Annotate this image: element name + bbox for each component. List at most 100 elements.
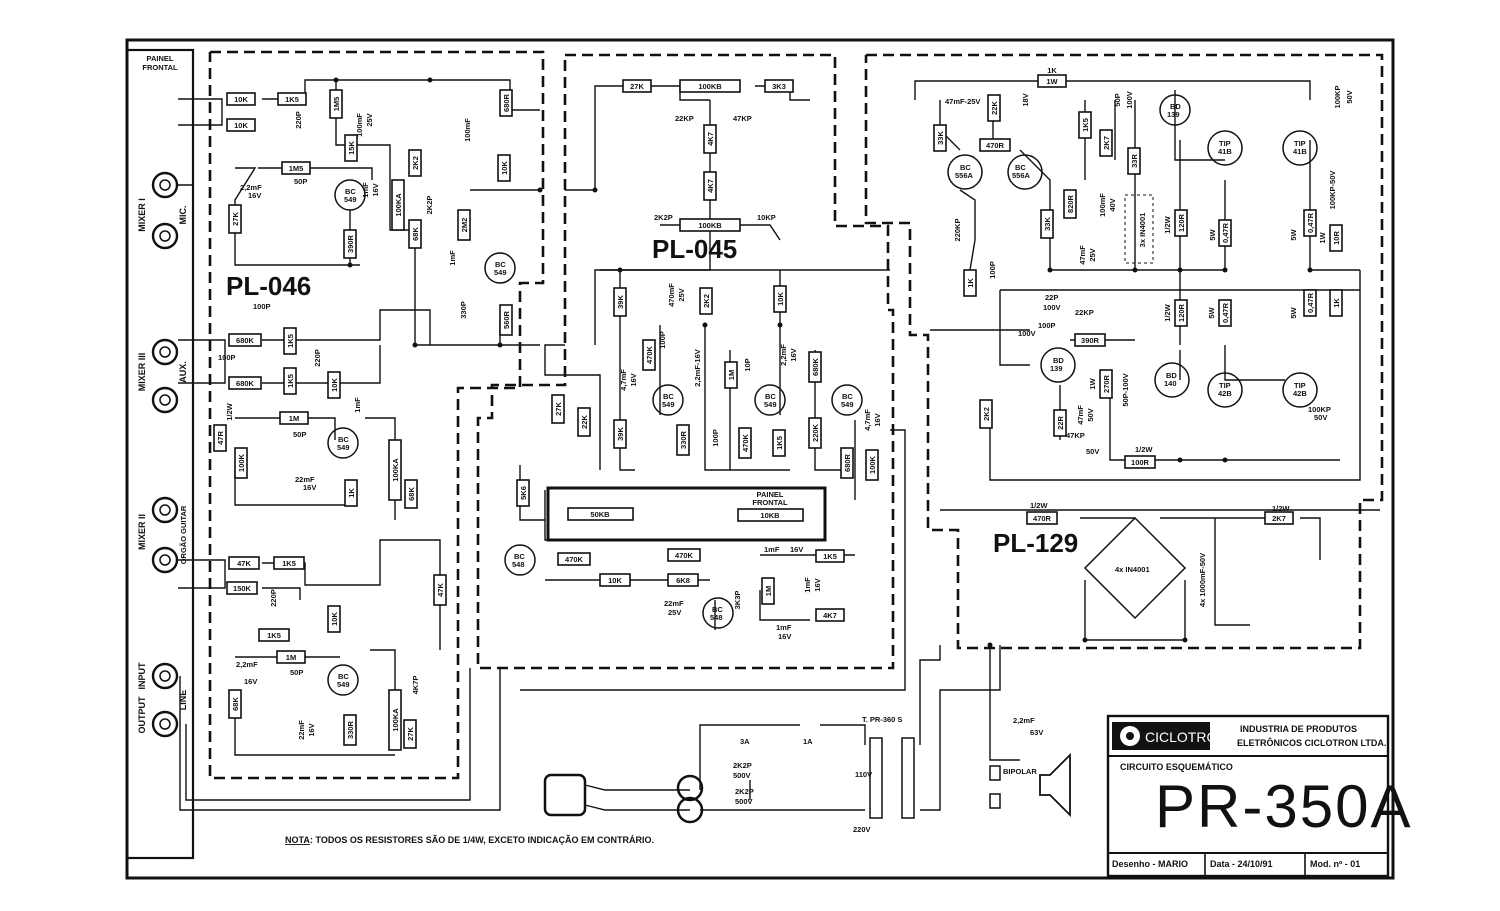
svg-text:2K2: 2K2: [982, 407, 991, 421]
svg-text:47mF-25V: 47mF-25V: [945, 97, 980, 106]
svg-text:16V: 16V: [789, 348, 798, 361]
svg-text:470K: 470K: [741, 433, 750, 452]
svg-text:BC: BC: [765, 392, 776, 401]
svg-text:16V: 16V: [307, 723, 316, 736]
svg-text:680R: 680R: [843, 453, 852, 472]
svg-text:560R: 560R: [502, 310, 511, 329]
svg-text:3A: 3A: [740, 737, 750, 746]
svg-text:42B: 42B: [1293, 389, 1307, 398]
svg-text:100P: 100P: [218, 353, 236, 362]
svg-text:BD: BD: [1053, 356, 1064, 365]
svg-text:39K: 39K: [616, 427, 625, 441]
svg-text:25V: 25V: [365, 113, 374, 126]
svg-text:5W: 5W: [1208, 228, 1217, 240]
svg-text:TIP: TIP: [1294, 139, 1306, 148]
svg-text:1K: 1K: [966, 278, 975, 288]
junction-dots: [333, 77, 1313, 648]
svg-text:1W: 1W: [1318, 231, 1327, 243]
svg-text:BC: BC: [712, 605, 723, 614]
date: Data - 24/10/91: [1210, 859, 1273, 869]
svg-text:100mF: 100mF: [1098, 193, 1107, 217]
svg-text:330R: 330R: [346, 720, 355, 739]
svg-text:50P-100V: 50P-100V: [1121, 373, 1130, 406]
svg-text:470mF: 470mF: [667, 283, 676, 307]
svg-text:139: 139: [1050, 364, 1063, 373]
svg-text:16V: 16V: [248, 191, 261, 200]
svg-text:47KP: 47KP: [733, 114, 752, 123]
svg-text:63V: 63V: [1030, 728, 1043, 737]
svg-text:5W: 5W: [1289, 228, 1298, 240]
svg-text:50P: 50P: [290, 668, 303, 677]
svg-text:BC: BC: [663, 392, 674, 401]
svg-text:1/2W: 1/2W: [1030, 501, 1048, 510]
mod-number: Mod. nº - 01: [1310, 859, 1360, 869]
svg-text:42B: 42B: [1218, 389, 1232, 398]
svg-text:100P: 100P: [711, 429, 720, 447]
svg-text:1/2W: 1/2W: [1272, 504, 1290, 513]
svg-text:10K: 10K: [776, 292, 785, 306]
pl045-outline: [476, 53, 895, 670]
svg-text:100P: 100P: [988, 261, 997, 279]
svg-text:16V: 16V: [244, 677, 257, 686]
svg-text:1K5: 1K5: [282, 559, 296, 568]
svg-text:1M5: 1M5: [332, 97, 341, 112]
svg-text:2,2mF: 2,2mF: [779, 344, 788, 366]
svg-text:2K2: 2K2: [702, 294, 711, 308]
svg-text:27K: 27K: [406, 727, 415, 741]
svg-text:16V: 16V: [790, 545, 803, 554]
svg-text:549: 549: [344, 195, 357, 204]
svg-text:10KB: 10KB: [760, 511, 780, 520]
svg-text:50V: 50V: [1314, 413, 1327, 422]
svg-text:BC: BC: [345, 187, 356, 196]
svg-text:68K: 68K: [231, 697, 240, 711]
svg-text:41B: 41B: [1218, 147, 1232, 156]
svg-text:220V: 220V: [853, 825, 871, 834]
svg-text:1K: 1K: [1332, 298, 1341, 308]
svg-text:BC: BC: [514, 552, 525, 561]
svg-text:1K: 1K: [1047, 66, 1057, 75]
svg-text:220K: 220K: [811, 423, 820, 442]
svg-text:2K2P: 2K2P: [654, 213, 673, 222]
svg-text:556A: 556A: [1012, 171, 1031, 180]
panel-label-2: FRONTAL: [142, 63, 178, 72]
svg-text:1K5: 1K5: [823, 552, 837, 561]
svg-text:1/2W: 1/2W: [1163, 215, 1172, 233]
svg-text:50KB: 50KB: [590, 510, 610, 519]
svg-text:2,2mF: 2,2mF: [240, 183, 262, 192]
svg-text:27K: 27K: [231, 212, 240, 226]
label-mic: MIC.: [178, 206, 188, 225]
svg-text:100V: 100V: [1043, 303, 1061, 312]
svg-text:100KP: 100KP: [1308, 405, 1331, 414]
svg-text:470K: 470K: [565, 555, 584, 564]
svg-text:680K: 680K: [236, 379, 255, 388]
svg-text:TIP: TIP: [1294, 381, 1306, 390]
svg-text:220P: 220P: [313, 349, 322, 367]
drawn-by: Desenho - MARIO: [1112, 859, 1188, 869]
label-mixer2: MIXER II: [137, 514, 147, 550]
jack-mixer2: MIXER II ORGÃO GUITAR: [137, 496, 188, 574]
svg-text:22mF: 22mF: [297, 720, 306, 740]
title-block: CICLOTRON INDUSTRIA DE PRODUTOS ELETRÔNI…: [1106, 714, 1412, 878]
svg-text:330P: 330P: [459, 301, 468, 319]
label-mixer3: MIXER III: [137, 353, 147, 392]
svg-text:25V: 25V: [668, 608, 681, 617]
svg-text:BC: BC: [338, 672, 349, 681]
svg-text:25V: 25V: [1088, 248, 1097, 261]
svg-text:680K: 680K: [811, 357, 820, 376]
svg-text:22K: 22K: [580, 415, 589, 429]
svg-text:120R: 120R: [1177, 303, 1186, 322]
svg-text:549: 549: [841, 400, 854, 409]
svg-text:6K8: 6K8: [676, 576, 690, 585]
svg-text:10K: 10K: [608, 576, 622, 585]
svg-text:22mF: 22mF: [295, 475, 315, 484]
svg-text:1M: 1M: [764, 586, 773, 596]
svg-text:2,2mF: 2,2mF: [1013, 716, 1035, 725]
svg-text:1M5: 1M5: [289, 164, 304, 173]
svg-text:470K: 470K: [675, 551, 694, 560]
svg-text:500V: 500V: [735, 797, 753, 806]
svg-text:BIPOLAR: BIPOLAR: [1003, 767, 1037, 776]
label-orgao-guitar: ORGÃO GUITAR: [179, 505, 188, 564]
model-title: PR-350A: [1155, 773, 1412, 840]
svg-text:2K2P: 2K2P: [425, 196, 434, 215]
svg-text:390R: 390R: [346, 234, 355, 253]
